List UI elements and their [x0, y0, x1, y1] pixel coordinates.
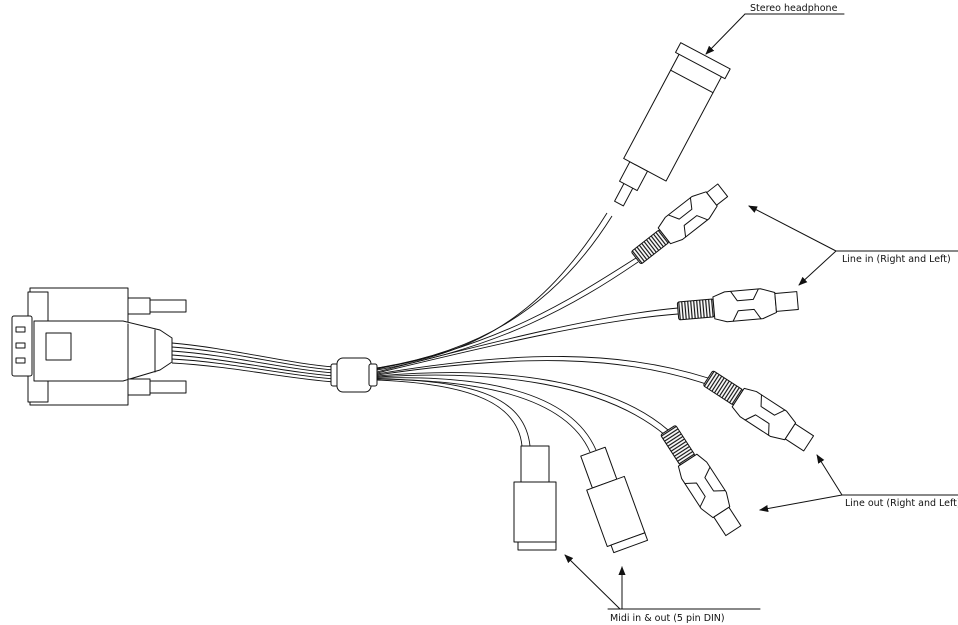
- line-in-rca-plug-upper: [631, 183, 729, 264]
- midi-din-plug-left: [513, 445, 557, 551]
- ferrite-bead: [330, 357, 378, 393]
- callout-stereo-headphone: Stereo headphone: [705, 3, 845, 55]
- dsub-connector: [11, 287, 187, 406]
- branch-cables: [376, 212, 709, 453]
- line-in-rca-plug-lower: [676, 288, 799, 323]
- line-out-rca-plug-upper: [703, 370, 815, 452]
- line-out-rca-plug-lower: [660, 425, 742, 537]
- callout-line-out: Line out (Right and Left): [759, 454, 958, 513]
- stereo-headphone-label: Stereo headphone: [750, 3, 838, 14]
- cable-bundle: [171, 342, 336, 383]
- midi-label: Midi in & out (5 pin DIN): [610, 613, 725, 624]
- callout-line-in: Line in (Right and Left): [748, 205, 958, 286]
- midi-din-plug-right: [580, 446, 649, 554]
- stereo-headphone-plug: [614, 42, 731, 207]
- line-in-label: Line in (Right and Left): [842, 254, 951, 265]
- callout-midi: Midi in & out (5 pin DIN): [564, 554, 761, 624]
- line-out-label: Line out (Right and Left): [845, 498, 958, 509]
